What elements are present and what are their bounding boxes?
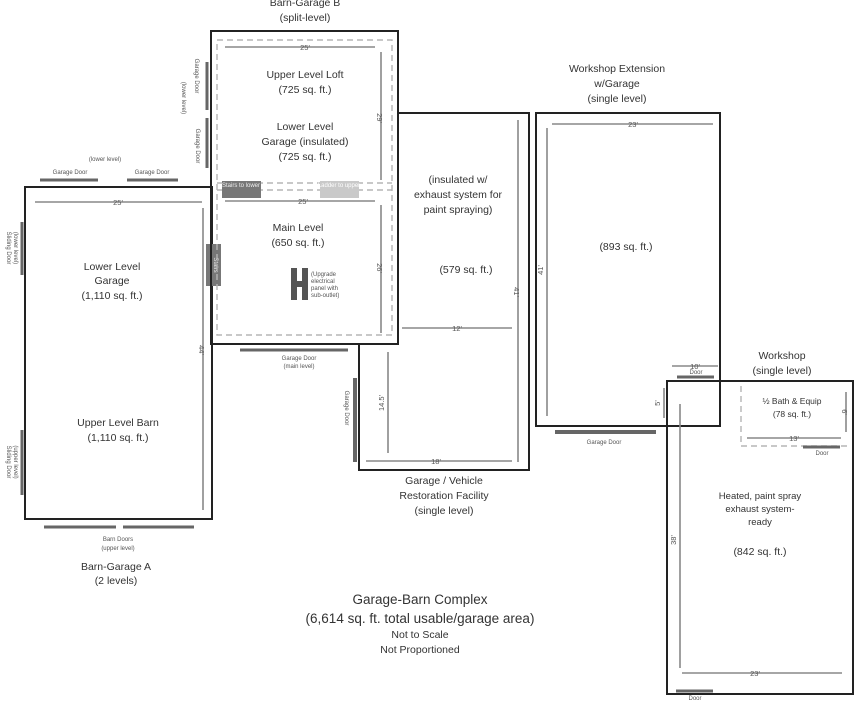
barn-b-ladder-up-label: Ladder to upper	[318, 183, 360, 189]
barn-a-side-door-bottom-sub: (upper level)	[12, 445, 18, 478]
workshop-bath-area: (78 sq. ft.)	[773, 409, 811, 419]
barn-a-width-dim: 25'	[113, 198, 123, 207]
workshop-levels: (single level)	[753, 365, 812, 377]
workshop-extension: Workshop Extension w/Garage (single leve…	[535, 63, 721, 446]
barn-b-inner-dashed	[216, 39, 393, 336]
barn-b-lower-name: Lower Level	[277, 121, 334, 133]
barn-b-lower-name2: Garage (insulated)	[262, 136, 349, 148]
restoration-facility: (insulated w/ exhaust system for paint s…	[343, 112, 530, 517]
workshop-right-door-label: Door	[815, 451, 828, 457]
workshop-note-2: exhaust system-	[725, 504, 794, 515]
extension-area: (893 sq. ft.)	[599, 241, 652, 253]
complex-subtitle: (6,614 sq. ft. total usable/garage area)	[306, 611, 535, 626]
workshop-bath-w-dim: 13'	[789, 434, 799, 443]
barn-a-side-door-top-label: Sliding Door	[5, 232, 11, 265]
complex-note-2: Not Proportioned	[380, 644, 460, 656]
barn-b-side-level-sub: (lower level)	[180, 82, 186, 114]
barn-b-lower-area: (725 sq. ft.)	[278, 151, 331, 163]
barn-a-outline	[24, 186, 213, 520]
barn-b-mid-dim: 25'	[298, 197, 308, 206]
barn-a-barn-doors-sub: (upper level)	[101, 546, 134, 552]
barn-a-upper-name: Upper Level Barn	[77, 417, 159, 429]
workshop-name: Workshop	[758, 350, 805, 362]
complex-title: Garage-Barn Complex	[352, 592, 487, 607]
barn-b-note-4: sub-outlet)	[311, 293, 339, 299]
workshop-outline	[666, 380, 854, 695]
barn-b-side-door-label: Garage Door	[193, 59, 199, 94]
workshop-height-dim: 38'	[669, 535, 678, 545]
restoration-left-dim: 14.5'	[377, 394, 386, 411]
barn-b-note-3: panel with	[311, 286, 338, 292]
restoration-area: (579 sq. ft.)	[439, 264, 492, 276]
restoration-bottom-dim: 18'	[431, 457, 441, 466]
extension-door-label: Garage Door	[587, 440, 622, 446]
workshop-note-3: ready	[748, 517, 772, 528]
barn-a-stairs-label: Stairs	[212, 257, 218, 272]
restoration-note-3: paint spraying)	[424, 204, 493, 216]
barn-a-lower-name: Lower Level	[84, 261, 141, 273]
workshop-width-dim: 23'	[750, 669, 760, 678]
barn-a-height-dim: 44'	[197, 345, 206, 355]
barn-a-door-label-left: Garage Door	[53, 170, 88, 176]
barn-b-front-door-sub: (main level)	[283, 364, 314, 370]
barn-b-stairs-down	[222, 181, 261, 198]
restoration-note-1: (insulated w/	[429, 174, 488, 186]
workshop-bath-name: ½ Bath & Equip	[762, 396, 821, 406]
barn-a-levels: (2 levels)	[95, 575, 138, 587]
workshop-note-1: Heated, paint spray	[719, 491, 802, 502]
barn-a-side-door-top-sub: (lower level)	[12, 232, 18, 264]
barn-b-loft-name: Upper Level Loft	[266, 69, 343, 81]
workshop-top-door-label: Door	[689, 370, 702, 376]
extension-levels: (single level)	[588, 93, 647, 105]
extension-width-dim: 23'	[628, 120, 638, 129]
workshop-link-dim: 10'	[690, 362, 700, 371]
complex-title-block: Garage-Barn Complex (6,614 sq. ft. total…	[306, 592, 535, 656]
barn-b-main-name: Main Level	[273, 222, 324, 234]
barn-b-outline	[210, 30, 399, 345]
workshop-link-v-dim: 5'	[653, 400, 662, 406]
extension-name2: w/Garage	[593, 78, 640, 90]
barn-garage-b: Barn-Garage B (split-level) 25' 29' 26' …	[180, 0, 399, 370]
barn-b-lower-v-dim: 26'	[375, 263, 384, 273]
barn-garage-a: 25' 44' Garage Door (lower level) Garage…	[5, 157, 221, 587]
barn-b-upper-v-dim: 29'	[375, 113, 384, 123]
barn-b-ladder-up	[320, 181, 359, 198]
restoration-note-2: exhaust system for	[414, 189, 503, 201]
extension-name: Workshop Extension	[569, 63, 665, 75]
barn-b-top-dim: 25'	[300, 43, 310, 52]
barn-b-main-area: (650 sq. ft.)	[271, 237, 324, 249]
restoration-height-dim: 41'	[512, 287, 521, 297]
barn-b-stairs-down-label: Stairs to lower	[222, 183, 260, 189]
barn-a-barn-doors-label: Barn Doors	[103, 537, 133, 543]
restoration-name: Garage / Vehicle	[405, 475, 483, 487]
restoration-outline	[358, 112, 530, 471]
barn-b-front-door-label: Garage Door	[282, 356, 317, 362]
barn-b-side-door-label-2: Garage Door	[194, 129, 200, 164]
workshop-bath-h-dim: 6'	[840, 409, 849, 415]
extension-outline	[535, 112, 721, 427]
barn-a-lower-area: (1,110 sq. ft.)	[81, 290, 142, 302]
barn-b-loft-area: (725 sq. ft.)	[278, 84, 331, 96]
barn-a-upper-area: (1,110 sq. ft.)	[87, 432, 148, 444]
restoration-levels: (single level)	[415, 505, 474, 517]
barn-a-door-label-mid: (lower level)	[89, 157, 121, 163]
barn-b-note-2: electrical	[311, 279, 335, 285]
barn-b-levels: (split-level)	[280, 12, 331, 24]
barn-a-name: Barn-Garage A	[81, 561, 151, 573]
extension-height-dim: 41'	[536, 265, 545, 275]
workshop-bottom-door-label: Door	[688, 696, 701, 702]
barn-b-name: Barn-Garage B	[270, 0, 341, 9]
restoration-width-dim: 12'	[452, 324, 462, 333]
restoration-side-door-label: Garage Door	[343, 391, 349, 426]
barn-a-side-door-bottom-label: Sliding Door	[5, 446, 11, 479]
workshop-area: (842 sq. ft.)	[733, 546, 786, 558]
barn-b-note-1: (Upgrade	[311, 272, 337, 278]
barn-a-lower-name2: Garage	[94, 275, 129, 287]
electrical-panel-icon	[291, 268, 308, 300]
restoration-name2: Restoration Facility	[399, 490, 489, 502]
workshop: Workshop (single level) 10' 5' Door ½ Ba…	[653, 350, 854, 702]
barn-a-door-label-right: Garage Door	[135, 170, 170, 176]
complex-note-1: Not to Scale	[391, 629, 448, 641]
